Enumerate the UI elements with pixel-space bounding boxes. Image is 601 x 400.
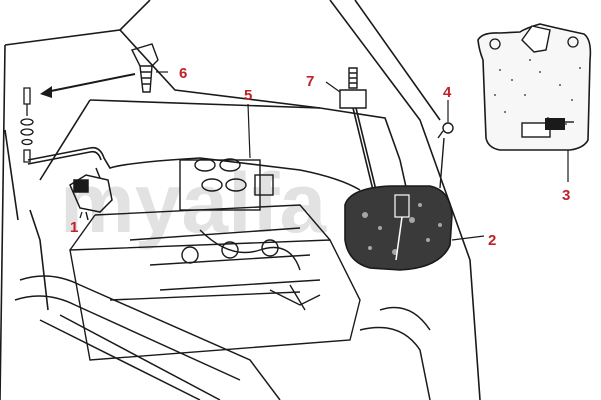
washer-jet-assembly xyxy=(20,87,34,163)
callout-4: 4 xyxy=(443,84,452,101)
callout-2: 2 xyxy=(488,232,496,249)
callout-6: 6 xyxy=(179,65,187,82)
reservoir-detail-inset xyxy=(477,23,592,151)
callout-7: 7 xyxy=(306,73,314,90)
engine-block xyxy=(69,158,361,361)
jet-arrow xyxy=(40,73,136,98)
washer-reservoir xyxy=(344,185,453,271)
callout-5: 5 xyxy=(244,87,252,104)
washer-hose xyxy=(27,146,361,191)
hose-clip xyxy=(437,122,454,189)
callout-labels: 1 2 3 4 5 6 7 xyxy=(70,65,570,249)
leader-lines xyxy=(79,71,569,241)
callout-1: 1 xyxy=(70,219,78,236)
washer-jet xyxy=(131,43,159,93)
watermark-text: myalfa xyxy=(60,156,327,250)
lower-hoses xyxy=(14,275,431,400)
washer-pump xyxy=(69,167,113,221)
callout-3: 3 xyxy=(562,187,570,204)
